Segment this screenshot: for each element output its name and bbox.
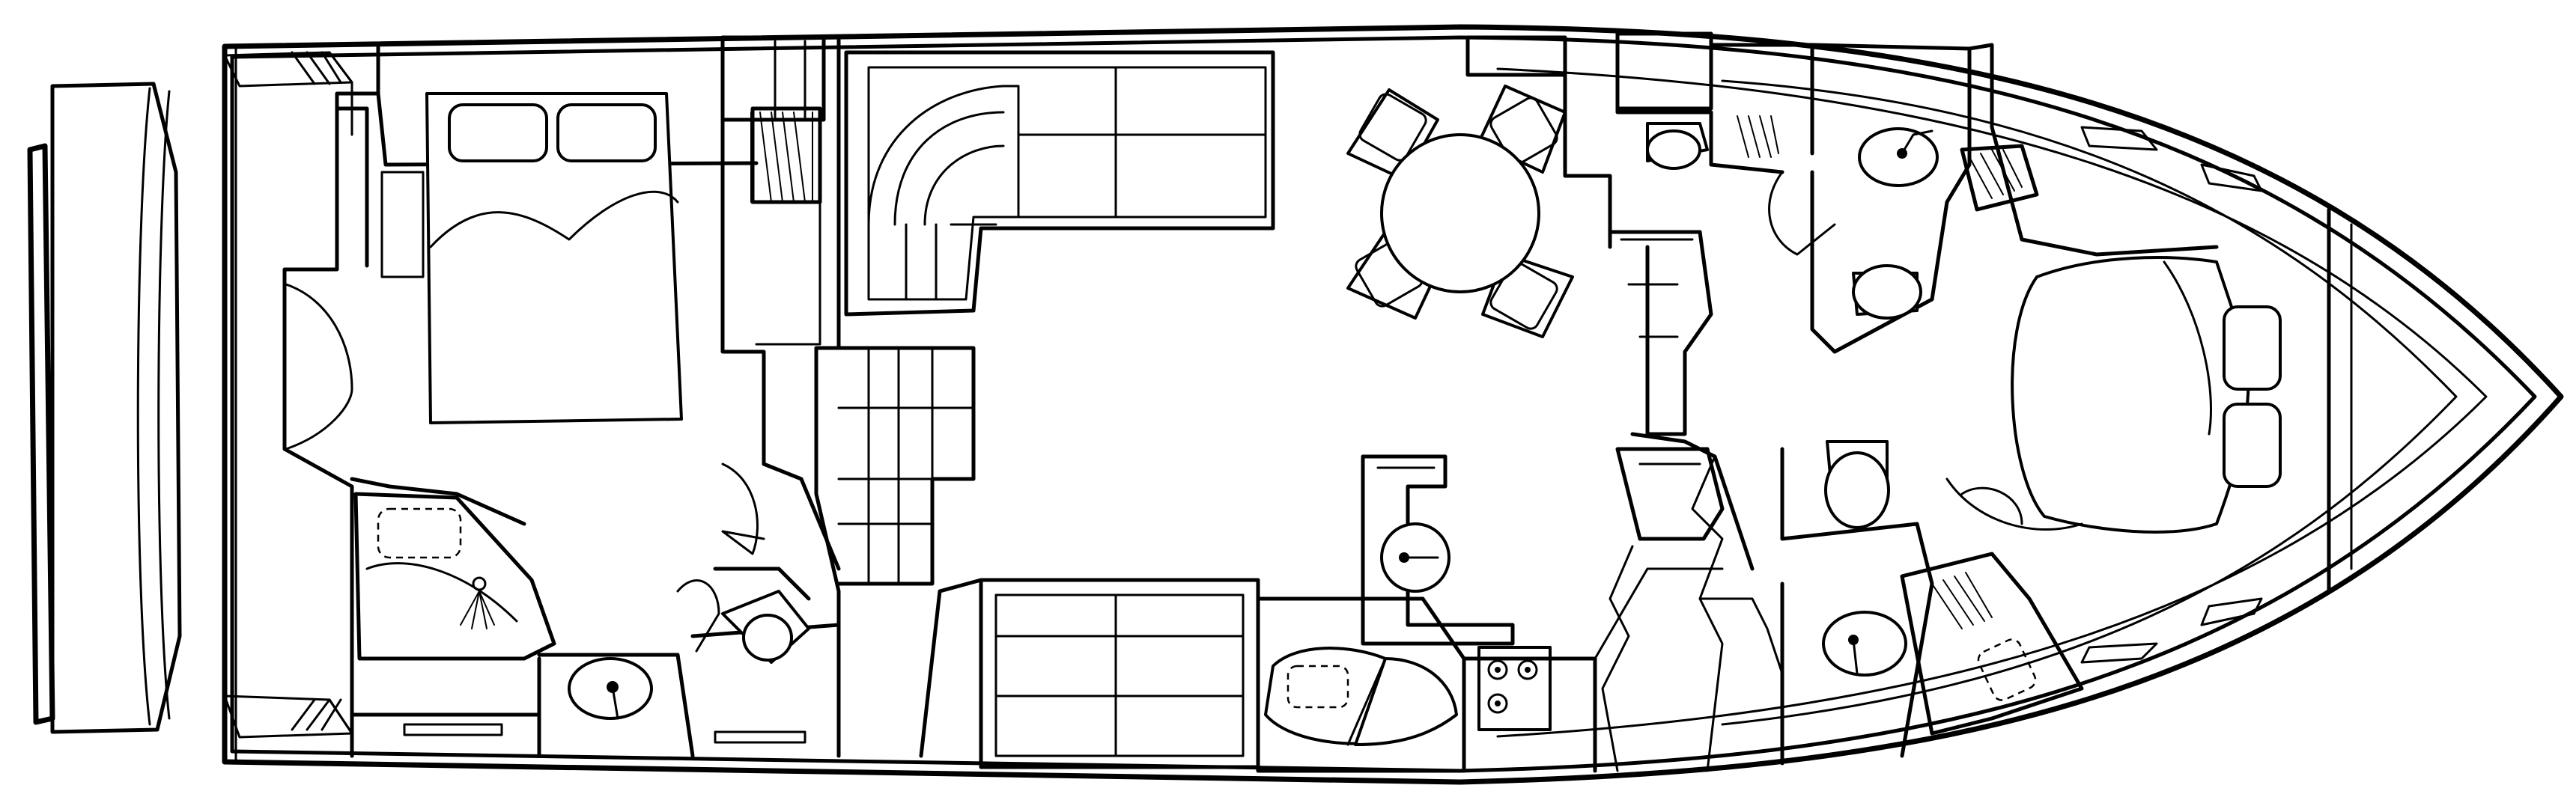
salon-aft-bulkhead (814, 35, 841, 758)
forward-pillow-2 (2223, 403, 2282, 488)
guest-door-swing (1960, 486, 2023, 525)
galley-fwd-bulkhead (1615, 447, 1725, 541)
day-head-room (537, 653, 695, 758)
guest-head-room (1810, 43, 1972, 354)
vip-head-door (1768, 171, 1836, 256)
dinette (1346, 35, 1612, 338)
salon-sofa-l (844, 50, 1275, 317)
master-bed (425, 92, 683, 424)
master-sink (568, 657, 653, 720)
bow-inner-line-1 (1496, 67, 2488, 738)
heads-aft (350, 492, 841, 758)
guest-shower-basin-outline (1977, 638, 2037, 701)
master-pillow-2 (556, 103, 657, 162)
forward-cabins (1608, 31, 2282, 766)
salon-lower-sofa (979, 578, 1260, 769)
porthole-4 (2080, 642, 2158, 664)
galley-sink-2 (1354, 657, 1458, 746)
companionway (1608, 230, 1713, 436)
hull (222, 24, 2564, 785)
master-nightstand (380, 171, 425, 278)
master-pillow-1 (448, 103, 548, 162)
storage-hatching-4 (1931, 572, 1993, 629)
guest-head-toilet (1646, 122, 1709, 170)
day-head-toilet (721, 590, 810, 664)
storage-hatching-2 (1737, 115, 1779, 158)
galley-counter (1256, 596, 1466, 773)
guest-head-lower (1780, 447, 1934, 758)
master-vanity-shelf (403, 723, 503, 736)
transom-step-bottom (223, 694, 353, 739)
master-tub-outline (377, 507, 462, 559)
guest-head-sink (1858, 127, 1939, 187)
dinette-table (1380, 133, 1540, 293)
salon-wet-bar (1361, 454, 1515, 646)
forward-pillow-1 (2223, 305, 2282, 391)
fwd-cabin-wall (1967, 43, 2219, 257)
hull-outline (222, 24, 2564, 785)
master-shower-head (460, 576, 495, 629)
day-head-door (676, 579, 720, 653)
guest-cabin-wall (1630, 432, 1755, 571)
master-stateroom (282, 35, 841, 758)
master-wardrobe-door (285, 283, 353, 391)
galley (1256, 596, 1597, 773)
bow-inner-line-2 (1721, 79, 2458, 726)
swim-platform (27, 45, 353, 763)
stair-cutaways (1594, 455, 1784, 772)
transom-edge (27, 143, 55, 725)
hull-inner-line (230, 35, 2537, 773)
master-entry-door (721, 462, 765, 555)
master-shower (353, 492, 556, 661)
cutaway-1 (1601, 545, 1634, 772)
vip-head-toilet (1852, 264, 1922, 320)
porthole-2 (2200, 163, 2263, 192)
porthole-1 (2080, 126, 2158, 151)
guest-head-lower-sink (1822, 611, 1907, 677)
galley-sink-basin-outline (1287, 665, 1349, 709)
cutaway-2 (1691, 455, 1724, 772)
forward-bed (2011, 256, 2250, 534)
day-head-shelf (714, 730, 806, 744)
master-forward-bulkhead (720, 35, 766, 466)
storage-hatching-3 (1969, 149, 2023, 199)
salon-cabinet-aft (720, 35, 826, 122)
guest-shower (1900, 552, 2084, 736)
porthole-3 (2200, 597, 2263, 626)
cooktop (1477, 646, 1552, 731)
wet-bar-sink (1380, 522, 1450, 593)
guest-toilet-forward (1824, 440, 1890, 529)
storage-hatching-1 (750, 112, 813, 203)
salon-step-stack (836, 346, 976, 586)
forward-head-cabinet (1615, 31, 1713, 111)
